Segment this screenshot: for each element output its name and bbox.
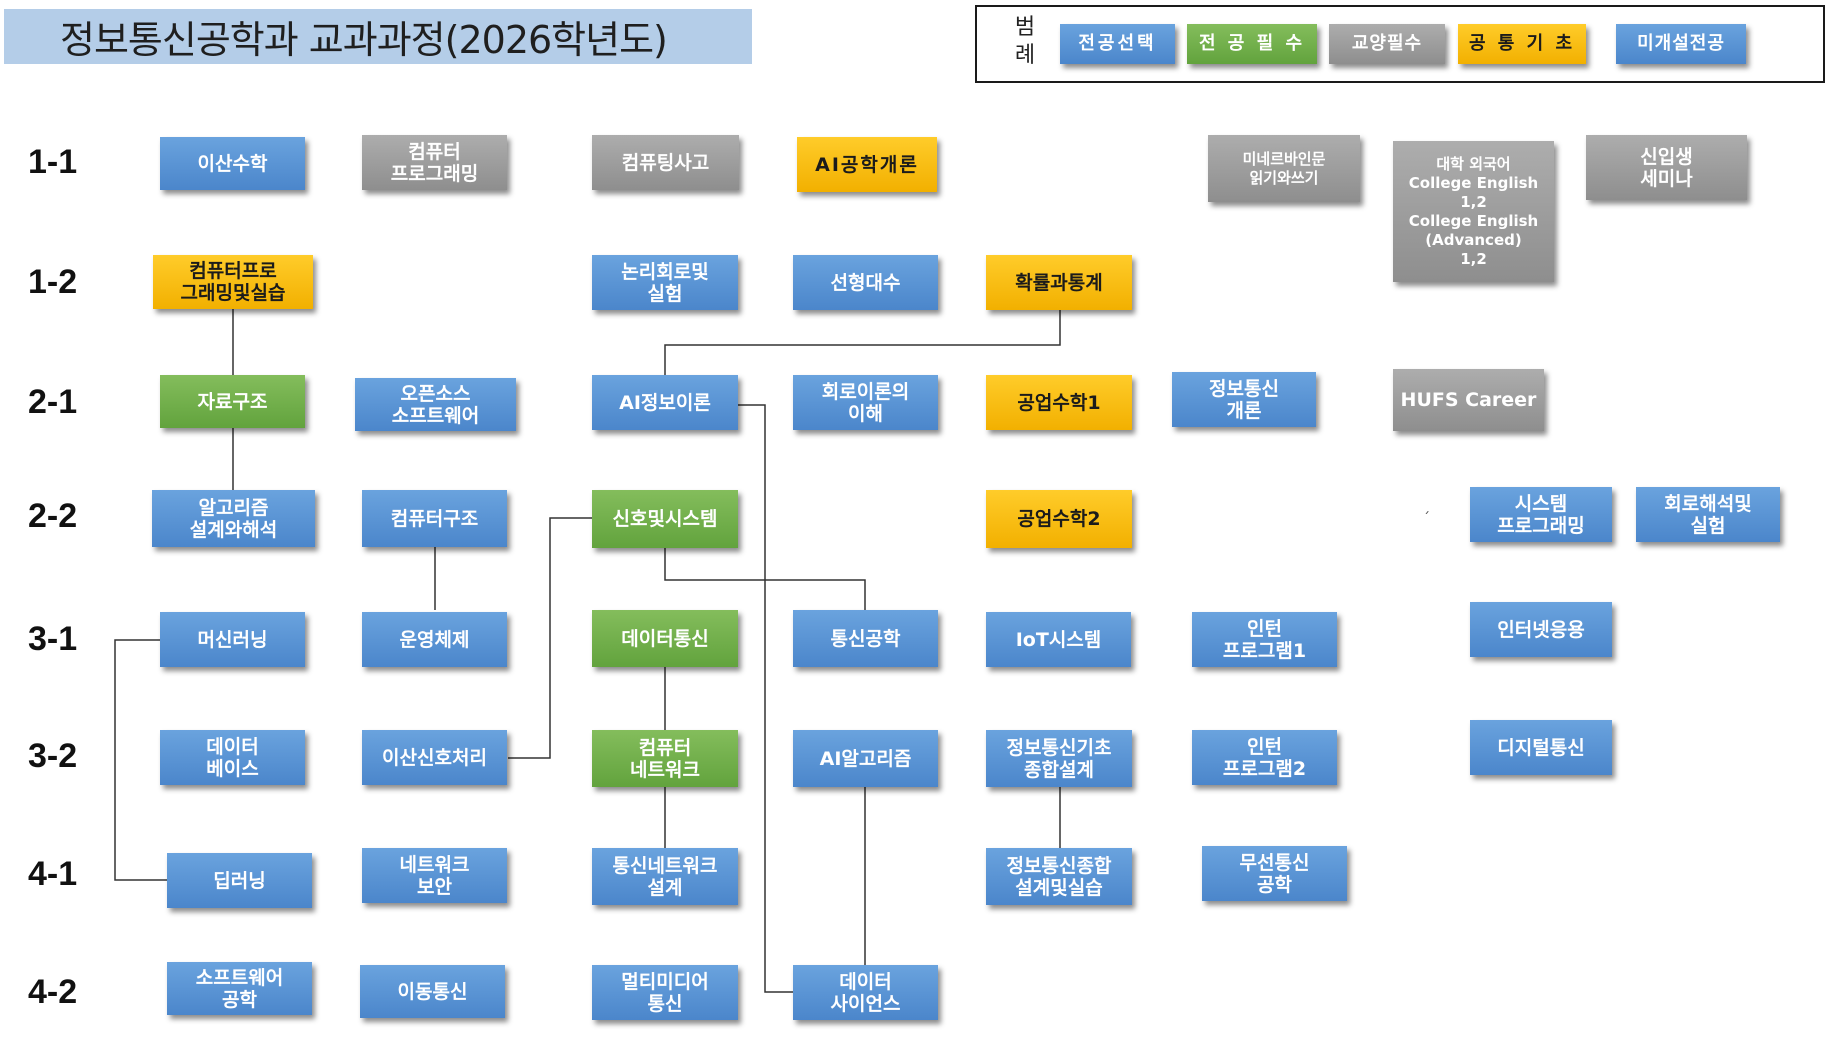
course-intro-info-comm[interactable]: 정보통신 개론 [1172, 372, 1316, 427]
line-aiinfo-to-datasci [738, 404, 793, 993]
course-network-design[interactable]: 통신네트워크 설계 [592, 848, 738, 905]
course-engineering-math-2[interactable]: 공업수학2 [986, 490, 1132, 548]
course-iot-systems[interactable]: IoT시스템 [986, 612, 1131, 667]
course-wireless-communication[interactable]: 무선통신 공학 [1202, 846, 1347, 901]
course-software-engineering[interactable]: 소프트웨어 공학 [167, 962, 312, 1015]
course-deep-learning[interactable]: 딥러닝 [167, 853, 312, 908]
course-minerva-reading-writing[interactable]: 미네르바인문 읽기와쓰기 [1208, 135, 1360, 202]
page-title: 정보통신공학과 교과과정(2026학년도) [4, 9, 752, 64]
row-label-4-2: 4-2 [28, 973, 78, 1011]
legend-label: 범 례 [1014, 15, 1036, 68]
course-linear-algebra[interactable]: 선형대수 [793, 255, 938, 310]
course-circuit-theory[interactable]: 회로이론의 이해 [793, 375, 938, 430]
row-label-4-1: 4-1 [28, 855, 78, 893]
course-database[interactable]: 데이터 베이스 [160, 730, 305, 785]
course-computer-programming-lab[interactable]: 컴퓨터프로 그래밍및실습 [153, 255, 313, 309]
course-engineering-math-1[interactable]: 공업수학1 [986, 375, 1132, 430]
stray-mark: ˊ [1423, 511, 1430, 527]
legend-unopened-major: 미개설전공 [1616, 24, 1746, 64]
course-intern-program-1[interactable]: 인턴 프로그램1 [1192, 612, 1337, 667]
row-label-2-2: 2-2 [28, 497, 78, 535]
course-computer-networks[interactable]: 컴퓨터 네트워크 [592, 730, 738, 787]
course-capstone-basic[interactable]: 정보통신기초 종합설계 [986, 730, 1132, 787]
course-capstone-comprehensive[interactable]: 정보통신종합 설계및실습 [986, 848, 1132, 905]
line-prob-to-aiinfo [664, 309, 1061, 375]
course-circuit-analysis-lab[interactable]: 회로해석및 실험 [1636, 487, 1780, 542]
legend-elective-major: 전공선택 [1060, 24, 1175, 64]
line-signal-to-comm [664, 548, 866, 610]
course-data-structures[interactable]: 자료구조 [160, 375, 305, 428]
course-mobile-communication[interactable]: 이동통신 [360, 965, 505, 1018]
legend-required-major: 전 공 필 수 [1187, 24, 1317, 64]
line-dsp-to-signal [508, 517, 595, 759]
course-machine-learning[interactable]: 머신러닝 [160, 612, 305, 667]
course-algorithm-design[interactable]: 알고리즘 설계와해석 [152, 490, 315, 547]
course-discrete-signal-processing[interactable]: 이산신호처리 [362, 730, 507, 785]
row-label-3-2: 3-2 [28, 737, 78, 775]
course-digital-communication[interactable]: 디지털통신 [1470, 720, 1612, 775]
course-logic-circuits-lab[interactable]: 논리회로및 실험 [592, 255, 738, 310]
course-ai-engineering-intro[interactable]: AI공학개론 [797, 137, 937, 192]
course-hufs-career[interactable]: HUFS Career [1393, 369, 1544, 431]
course-network-security[interactable]: 네트워크 보안 [362, 848, 507, 903]
course-freshman-seminar[interactable]: 신입생 세미나 [1586, 135, 1747, 200]
line-ml-to-dl [114, 639, 167, 881]
course-probability-statistics[interactable]: 확률과통계 [986, 255, 1132, 310]
row-label-3-1: 3-1 [28, 620, 78, 658]
course-operating-systems[interactable]: 운영체제 [362, 612, 507, 667]
course-computational-thinking[interactable]: 컴퓨팅사고 [592, 135, 739, 190]
course-system-programming[interactable]: 시스템 프로그래밍 [1470, 487, 1612, 542]
course-intern-program-2[interactable]: 인턴 프로그램2 [1192, 730, 1337, 785]
row-label-1-2: 1-2 [28, 263, 78, 301]
course-college-english[interactable]: 대학 외국어 College English 1,2 College Engli… [1393, 141, 1554, 282]
course-open-source-software[interactable]: 오픈소스 소프트웨어 [355, 378, 516, 431]
legend-required-liberal: 교양필수 [1329, 24, 1445, 64]
course-ai-information-theory[interactable]: AI정보이론 [592, 375, 738, 430]
course-data-communication[interactable]: 데이터통신 [592, 610, 738, 667]
course-internet-applications[interactable]: 인터넷응용 [1470, 602, 1612, 657]
course-computer-architecture[interactable]: 컴퓨터구조 [362, 490, 507, 547]
row-label-2-1: 2-1 [28, 383, 78, 421]
course-signals-systems[interactable]: 신호및시스템 [592, 490, 738, 548]
row-label-1-1: 1-1 [28, 143, 78, 181]
course-ai-algorithms[interactable]: AI알고리즘 [793, 730, 938, 787]
course-data-science[interactable]: 데이터 사이언스 [793, 965, 938, 1020]
course-computer-programming[interactable]: 컴퓨터 프로그래밍 [362, 135, 507, 190]
course-communication-engineering[interactable]: 통신공학 [793, 610, 938, 667]
legend-common-basic: 공 통 기 초 [1458, 24, 1586, 64]
course-discrete-math[interactable]: 이산수학 [160, 137, 305, 190]
course-multimedia-communication[interactable]: 멀티미디어 통신 [592, 965, 738, 1020]
